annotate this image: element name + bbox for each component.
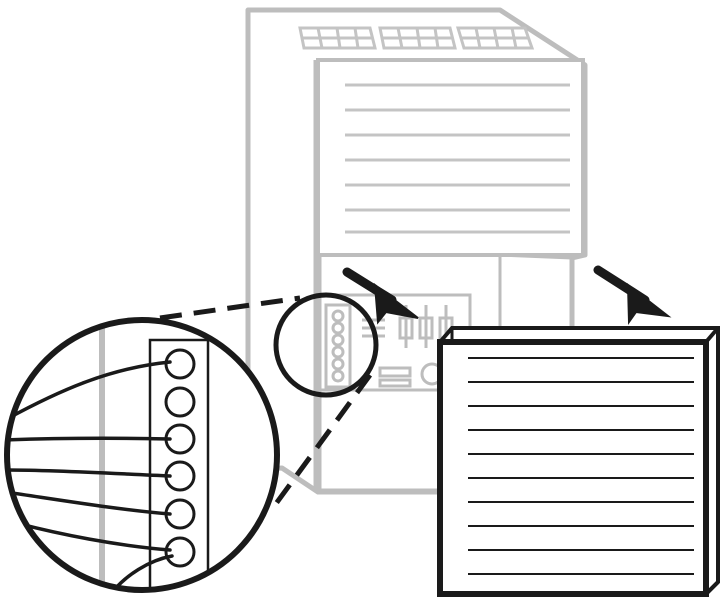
vent-left bbox=[298, 26, 377, 50]
zoom-circle bbox=[4, 317, 280, 593]
terminal-block bbox=[148, 338, 210, 590]
vent-right bbox=[455, 26, 535, 50]
vent-middle bbox=[378, 26, 457, 50]
terminal-1 bbox=[164, 348, 196, 380]
installed-cover-gray bbox=[316, 58, 585, 257]
zoom-callout-lines bbox=[159, 295, 373, 507]
terminal-2 bbox=[164, 386, 196, 418]
magnifier-ring-small bbox=[273, 292, 379, 398]
arrow-icon bbox=[342, 267, 419, 325]
top-vents bbox=[298, 26, 535, 50]
terminal-6 bbox=[164, 536, 196, 568]
front-cover-removed bbox=[437, 326, 720, 597]
arrow-icon-2 bbox=[593, 265, 672, 326]
